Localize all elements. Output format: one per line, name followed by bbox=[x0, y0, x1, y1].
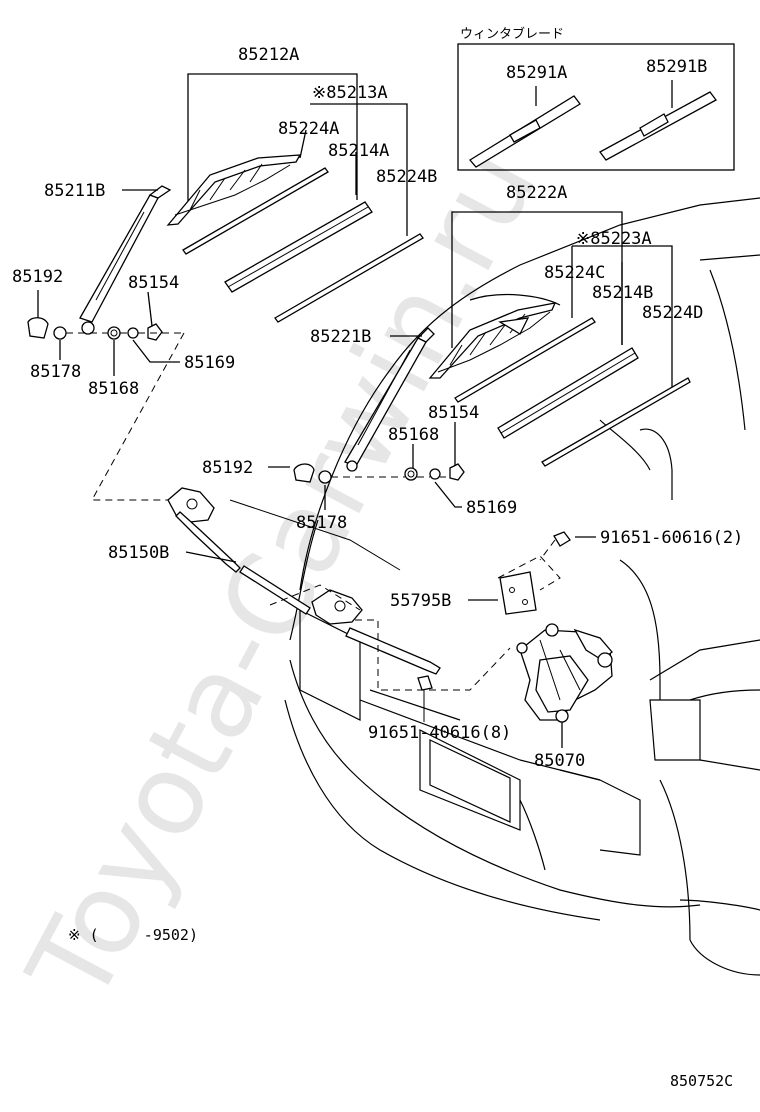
label-85221B: 85221B bbox=[310, 327, 371, 347]
label-85291B: 85291B bbox=[646, 57, 707, 77]
label-85192-top: 85192 bbox=[12, 267, 63, 287]
inset-blades bbox=[457, 43, 735, 171]
label-85154-top: 85154 bbox=[128, 273, 179, 293]
label-85214A: 85214A bbox=[328, 141, 389, 161]
label-85291A: 85291A bbox=[506, 63, 567, 83]
inset-title: ウィンタブレード bbox=[460, 26, 564, 42]
label-85223A: ※85223A bbox=[576, 229, 652, 249]
label-85169-top: 85169 bbox=[184, 353, 235, 373]
label-85070: 85070 bbox=[534, 751, 585, 771]
rear-wiper-assembly bbox=[293, 211, 691, 484]
part-labels: 85212A ※85213A 85224A 85214A 85224B 8521… bbox=[12, 26, 743, 1090]
vehicle-body-outline bbox=[284, 197, 760, 976]
label-85150B: 85150B bbox=[108, 543, 169, 563]
label-85224C: 85224C bbox=[544, 263, 605, 283]
label-91651-60616: 91651-60616(2) bbox=[600, 528, 743, 548]
label-85169-bottom: 85169 bbox=[466, 498, 517, 518]
label-85192-bottom: 85192 bbox=[202, 458, 253, 478]
label-85168-top: 85168 bbox=[88, 379, 139, 399]
label-85224A: 85224A bbox=[278, 119, 339, 139]
label-85224D: 85224D bbox=[642, 303, 703, 323]
leader-lines bbox=[37, 129, 596, 748]
label-85211B: 85211B bbox=[44, 181, 105, 201]
label-85178-top: 85178 bbox=[30, 362, 81, 382]
label-91651-40616: 91651-40616(8) bbox=[368, 723, 511, 743]
front-wiper-assembly bbox=[27, 73, 424, 501]
label-85212A: 85212A bbox=[238, 45, 299, 65]
label-85168-bottom: 85168 bbox=[388, 425, 439, 445]
label-85222A: 85222A bbox=[506, 183, 567, 203]
diagram-code: 850752C bbox=[670, 1072, 733, 1090]
label-85214B: 85214B bbox=[592, 283, 653, 303]
label-55795B: 55795B bbox=[390, 591, 451, 611]
label-85178-bottom: 85178 bbox=[296, 513, 347, 533]
label-85154-bottom: 85154 bbox=[428, 403, 479, 423]
footnote: ※ ( -9502) bbox=[68, 926, 198, 944]
label-85213A: ※85213A bbox=[312, 83, 388, 103]
label-85224B: 85224B bbox=[376, 167, 437, 187]
inset-frame bbox=[457, 43, 735, 171]
link-rod-and-motor bbox=[167, 487, 613, 723]
